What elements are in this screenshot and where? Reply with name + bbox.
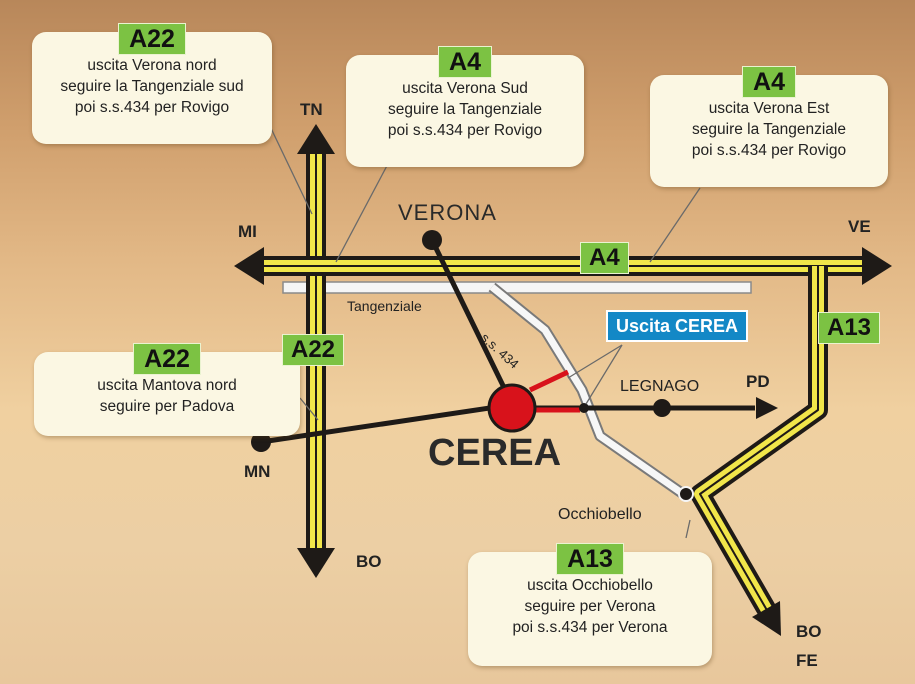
box-tag-a22: A22 <box>118 23 186 55</box>
arrow-east-icon <box>862 247 892 285</box>
box-line: poi s.s.434 per Rovigo <box>387 122 543 139</box>
cerea-dot <box>487 383 537 433</box>
label-occhiobello: Occhiobello <box>558 506 642 523</box>
arrow-southeast-icon <box>752 601 781 636</box>
red-connector-1 <box>528 369 570 393</box>
box-line: uscita Verona Est <box>708 100 830 117</box>
box-line: seguire per Padova <box>99 398 235 415</box>
box-line: poi s.s.434 per Verona <box>512 619 668 636</box>
arrow-north-icon <box>297 124 335 154</box>
box-line: seguire la Tangenziale <box>388 101 542 118</box>
label-bo: BO <box>356 552 382 571</box>
box-line: seguire la Tangenziale sud <box>60 78 244 95</box>
box-line: uscita Mantova nord <box>97 377 237 394</box>
label-verona: VERONA <box>398 200 497 225</box>
a4-motorway <box>234 247 892 285</box>
info-box-a22-verona-nord: A22 uscita Verona nord seguire la Tangen… <box>32 23 272 144</box>
label-cerea: CEREA <box>428 432 562 474</box>
info-box-a22-mantova-nord: A22 uscita Mantova nord seguire per Pado… <box>34 343 300 436</box>
legnago-dot <box>653 399 671 417</box>
arrow-pd-icon <box>756 397 778 419</box>
verona-cerea-road <box>429 238 515 406</box>
label-bo-fe-bo: BO <box>796 622 822 641</box>
info-box-a4-verona-sud: A4 uscita Verona Sud seguire la Tangenzi… <box>346 46 584 167</box>
box-tag-a13: A13 <box>556 543 624 575</box>
label-bo-fe-fe: FE <box>796 651 818 670</box>
label-ve: VE <box>848 217 871 236</box>
pointer-lines <box>267 121 701 539</box>
verona-dot <box>422 230 442 250</box>
box-tag-a22: A22 <box>133 343 201 375</box>
arrow-west-icon <box>234 247 264 285</box>
ss434-road-inner <box>489 284 689 499</box>
box-line: seguire per Verona <box>524 598 656 615</box>
box-line: uscita Occhiobello <box>527 577 653 594</box>
arrow-south-icon <box>297 548 335 578</box>
info-box-a4-verona-est: A4 uscita Verona Est seguire la Tangenzi… <box>650 66 888 187</box>
box-line: poi s.s.434 per Rovigo <box>74 99 230 116</box>
label-mn: MN <box>244 462 271 481</box>
label-legnago: LEGNAGO <box>620 378 700 395</box>
label-pd: PD <box>746 372 770 391</box>
box-line: seguire la Tangenziale <box>692 121 846 138</box>
occhiobello-dot <box>678 486 694 502</box>
box-tag-a4: A4 <box>742 66 796 98</box>
junction-dot <box>579 403 589 413</box>
box-line: uscita Verona Sud <box>402 80 528 97</box>
info-box-a13-occhiobello: A13 uscita Occhiobello seguire per Veron… <box>468 543 712 666</box>
label-tn: TN <box>300 100 323 119</box>
tangenziale-road <box>282 281 752 294</box>
label-mi: MI <box>238 222 257 241</box>
mantova-cerea-road <box>260 402 511 445</box>
label-tangenziale: Tangenziale <box>347 298 422 314</box>
box-tag-a4: A4 <box>438 46 492 78</box>
a13-shield: A13 <box>818 312 881 344</box>
mn-dot <box>251 432 271 452</box>
uscita-cerea-badge: Uscita CEREA <box>606 310 749 342</box>
box-line: uscita Verona nord <box>87 57 217 74</box>
a4-shield: A4 <box>580 242 629 274</box>
box-line: poi s.s.434 per Rovigo <box>691 142 847 159</box>
a22-shield: A22 <box>282 334 345 366</box>
